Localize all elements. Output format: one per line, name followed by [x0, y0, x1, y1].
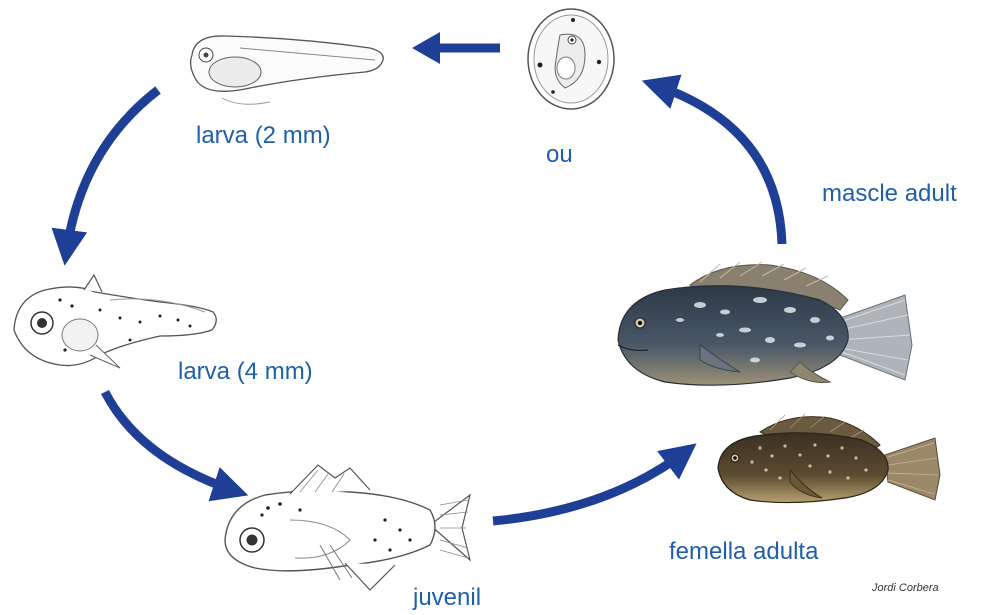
juvenile-illustration: [225, 465, 470, 590]
arrow-larva-2mm-to-larva-4mm: [66, 90, 158, 255]
label-adult-male: mascle adult: [822, 182, 957, 206]
illustration-credit: Jordi Corbera: [872, 582, 939, 594]
label-juvenile: juvenil: [413, 586, 481, 610]
larva-2mm-illustration: [191, 36, 384, 104]
larva-4mm-illustration: [14, 275, 216, 368]
label-egg: ou: [546, 143, 573, 167]
adult-female-illustration: [718, 414, 940, 503]
arrow-larva-4mm-to-juvenile: [105, 392, 238, 492]
arrow-juvenile-to-female: [493, 450, 688, 521]
label-larva-4mm: larva (4 mm): [178, 360, 313, 384]
label-larva-2mm: larva (2 mm): [196, 124, 331, 148]
arrow-egg-to-larva-2mm: [412, 32, 500, 64]
egg-illustration: [528, 9, 614, 109]
adult-male-illustration: [618, 262, 912, 385]
label-adult-female: femella adulta: [669, 540, 818, 564]
arrow-male-to-egg: [652, 84, 782, 244]
